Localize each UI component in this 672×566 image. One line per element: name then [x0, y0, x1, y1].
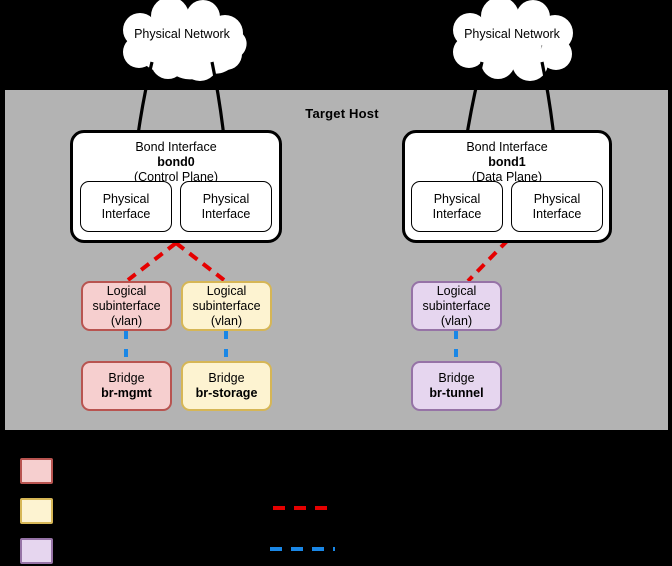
bridge-br-mgmt[interactable]: Bridge br-mgmt: [81, 361, 172, 411]
bond0-role: (Control Plane): [133, 170, 219, 184]
legend-swatch-storage: [20, 498, 53, 524]
vlan-link-group-bond0: [126, 241, 226, 282]
logical-subinterface-mgmt[interactable]: Logical subinterface (vlan): [81, 281, 172, 331]
bridge-br-storage[interactable]: Bridge br-storage: [181, 361, 272, 411]
bond1-title: Bond Interface: [466, 140, 548, 154]
vlan-link-group-bond1: [466, 238, 510, 283]
logical-subinterface-storage[interactable]: Logical subinterface (vlan): [181, 281, 272, 331]
legend-line-samples: [270, 506, 336, 551]
bridge-link-group: [124, 331, 458, 361]
bond1-role: (Data Plane): [471, 170, 543, 184]
bond0-title: Bond Interface: [135, 140, 217, 154]
bond0-physical-interface-2[interactable]: Physical Interface: [180, 181, 272, 232]
vlan-link-bond0-storage: [174, 241, 226, 282]
bridge-br-tunnel[interactable]: Bridge br-tunnel: [411, 361, 502, 411]
legend-swatch-mgmt: [20, 458, 53, 484]
target-host-title: Target Host: [305, 106, 379, 121]
legend-swatch-tunnel: [20, 538, 53, 564]
cloud-left: [123, 0, 247, 81]
cloud-right: [453, 0, 573, 81]
cloud-right-label: Physical Network: [464, 27, 560, 41]
bond0-physical-interface-1[interactable]: Physical Interface: [80, 181, 172, 232]
bond0-name: bond0: [157, 155, 195, 169]
logical-subinterface-tunnel[interactable]: Logical subinterface (vlan): [411, 281, 502, 331]
cloud-left-label: Physical Network: [134, 27, 230, 41]
bond1-physical-interface-1[interactable]: Physical Interface: [411, 181, 503, 232]
vlan-link-bond1-tunnel: [466, 238, 510, 283]
bond1-physical-interface-2[interactable]: Physical Interface: [511, 181, 603, 232]
vlan-link-bond0-mgmt: [126, 241, 178, 282]
bond1-name: bond1: [488, 155, 526, 169]
